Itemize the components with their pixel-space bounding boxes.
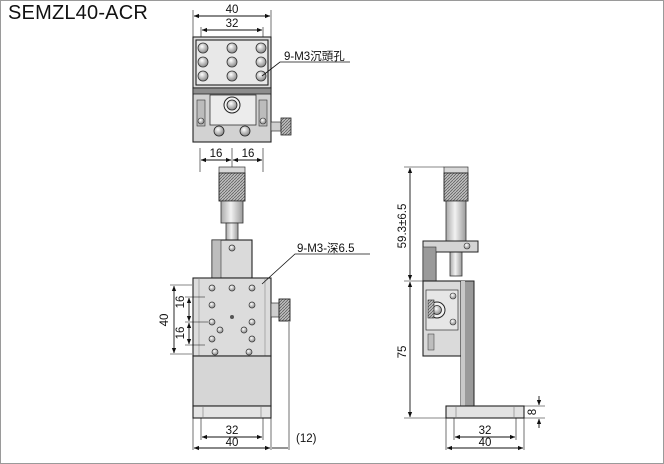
top-lower-hole (213, 125, 225, 137)
front-bracket-screw (228, 244, 236, 252)
front-hole (228, 284, 236, 292)
top-hole (197, 42, 209, 54)
front-hole (248, 318, 256, 326)
side-micrometer-sleeve (445, 200, 467, 242)
side-dim-8-text: 8 (527, 409, 539, 415)
front-dim-16-lower-text: 16 (175, 327, 187, 340)
top-side-right (258, 99, 268, 127)
drawing-title: SEMZL40-ACR (8, 2, 149, 24)
side-micrometer-spindle (449, 251, 463, 277)
side-base (445, 405, 525, 419)
side-dim-travel-text: 59.3±6.5 (397, 204, 409, 249)
side-view: 59.3±6.5 75 8 32 40 (397, 166, 545, 451)
front-dim-40-text: 40 (226, 437, 239, 449)
top-body-band (192, 87, 272, 95)
top-screw (259, 117, 267, 125)
front-hole (240, 326, 248, 334)
front-hole (208, 284, 216, 292)
side-dim-75-text: 75 (397, 346, 409, 359)
top-screw (197, 117, 205, 125)
side-dim-40-text: 40 (479, 437, 492, 449)
front-dim-16-left-text: 16 (210, 148, 223, 160)
front-hole (211, 348, 219, 356)
front-center-pin (230, 315, 234, 319)
top-dim-32-text: 32 (226, 18, 239, 30)
front-dim-40-vertical-text: 40 (159, 314, 171, 327)
top-hole (255, 42, 267, 54)
front-lower-body (192, 355, 272, 407)
front-hole (248, 335, 256, 343)
top-callout-leader (261, 61, 350, 77)
side-micrometer-thimble (443, 172, 469, 202)
top-hole (255, 70, 267, 82)
front-bracket-shade (211, 239, 222, 279)
side-micrometer-cap (443, 166, 469, 174)
front-hole (208, 318, 216, 326)
front-knob (278, 298, 291, 322)
front-holes (208, 284, 256, 356)
front-view: 16 16 (159, 148, 370, 451)
top-dim-40-text: 40 (226, 4, 239, 16)
top-side-left (196, 99, 206, 127)
front-dim-16-right-text: 16 (242, 148, 255, 160)
front-micrometer-thimble (218, 172, 246, 202)
side-hole (449, 318, 457, 326)
front-hole (245, 348, 253, 356)
side-hole (449, 292, 457, 300)
front-dim-12-text: (12) (296, 433, 317, 445)
top-hole (226, 42, 238, 54)
top-hole (197, 70, 209, 82)
top-holes (197, 42, 267, 82)
front-hole (208, 335, 216, 343)
top-knob-neck (270, 121, 282, 132)
side-column-highlight (461, 281, 465, 406)
front-dim-32-text: 32 (226, 425, 239, 437)
front-callout-leader (261, 253, 370, 285)
front-micrometer-cap (218, 166, 246, 174)
top-hole (226, 70, 238, 82)
side-dim-32-text: 32 (479, 425, 492, 437)
top-hole (226, 56, 238, 68)
front-knob-neck (270, 302, 280, 318)
front-micrometer-sleeve (220, 200, 244, 224)
side-bracket-shade (422, 246, 437, 282)
front-hole (248, 284, 256, 292)
top-knob (280, 117, 292, 136)
front-callout-text: 9-M3-深6.5 (297, 241, 355, 255)
top-hole (197, 56, 209, 68)
front-base (192, 405, 272, 419)
top-center-boss (226, 99, 238, 111)
side-knob (427, 299, 435, 319)
top-view: 40 32 (192, 4, 350, 143)
front-dim-16-upper-text: 16 (175, 296, 187, 309)
side-bracket-screw (463, 242, 471, 250)
top-hole (255, 56, 267, 68)
front-micrometer-spindle (225, 222, 239, 241)
top-lower-hole (239, 125, 251, 137)
top-callout-text: 9-M3沉頭孔 (284, 50, 345, 63)
front-hole (248, 301, 256, 309)
front-hole (216, 326, 224, 334)
side-stage-slot (427, 333, 435, 351)
front-hole (208, 301, 216, 309)
